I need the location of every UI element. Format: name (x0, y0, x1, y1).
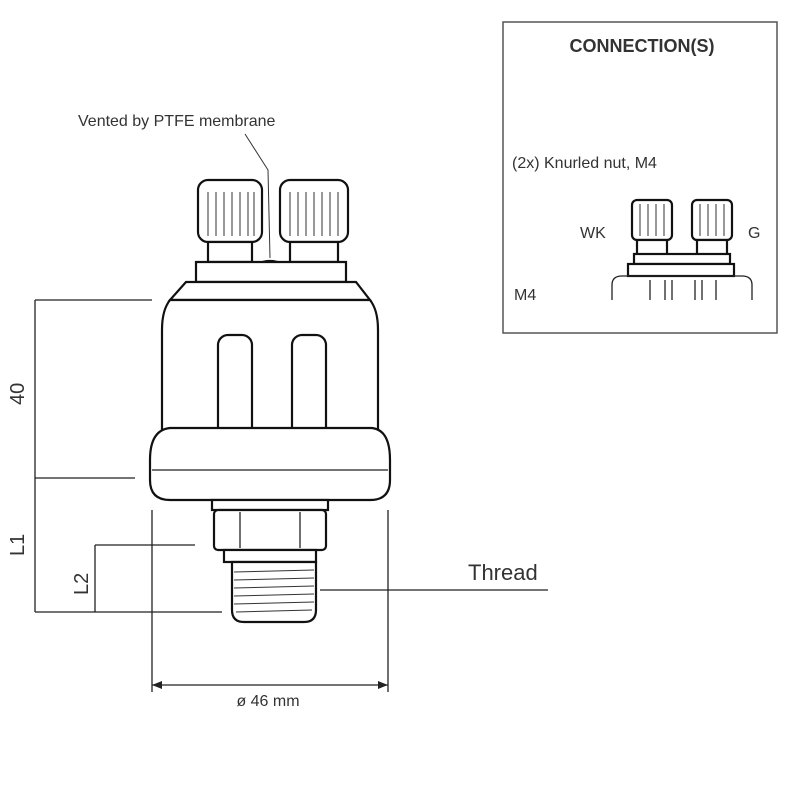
thread-label: Thread (468, 560, 538, 585)
connections-title: CONNECTION(S) (570, 36, 715, 56)
dim-l2-label: L2 (71, 573, 93, 595)
terminal-g-label: G (748, 225, 760, 242)
dim-l1-label: L1 (7, 534, 29, 556)
vented-leader (244, 133, 271, 259)
terminal-wk-label: WK (580, 225, 606, 242)
vented-label: Vented by PTFE membrane (78, 113, 276, 130)
thread-callout: Thread (320, 560, 548, 591)
knurled-nut-note: (2x) Knurled nut, M4 (512, 155, 657, 172)
sensor-body (148, 178, 392, 624)
connections-frame (502, 21, 778, 334)
dimension-l1: L1 (7, 478, 222, 613)
dimension-l2: L2 (71, 544, 195, 612)
dimension-diameter: ø 46 mm (151, 510, 389, 710)
dimension-40: 40 (7, 299, 152, 479)
dim-40-label: 40 (7, 383, 29, 405)
terminal-illustration (611, 198, 753, 300)
thread-size-label: M4 (514, 287, 536, 304)
diameter-label: ø 46 mm (236, 693, 299, 710)
connections-panel: CONNECTION(S) (2x) Knurled nut, M4 WK G … (502, 21, 778, 334)
